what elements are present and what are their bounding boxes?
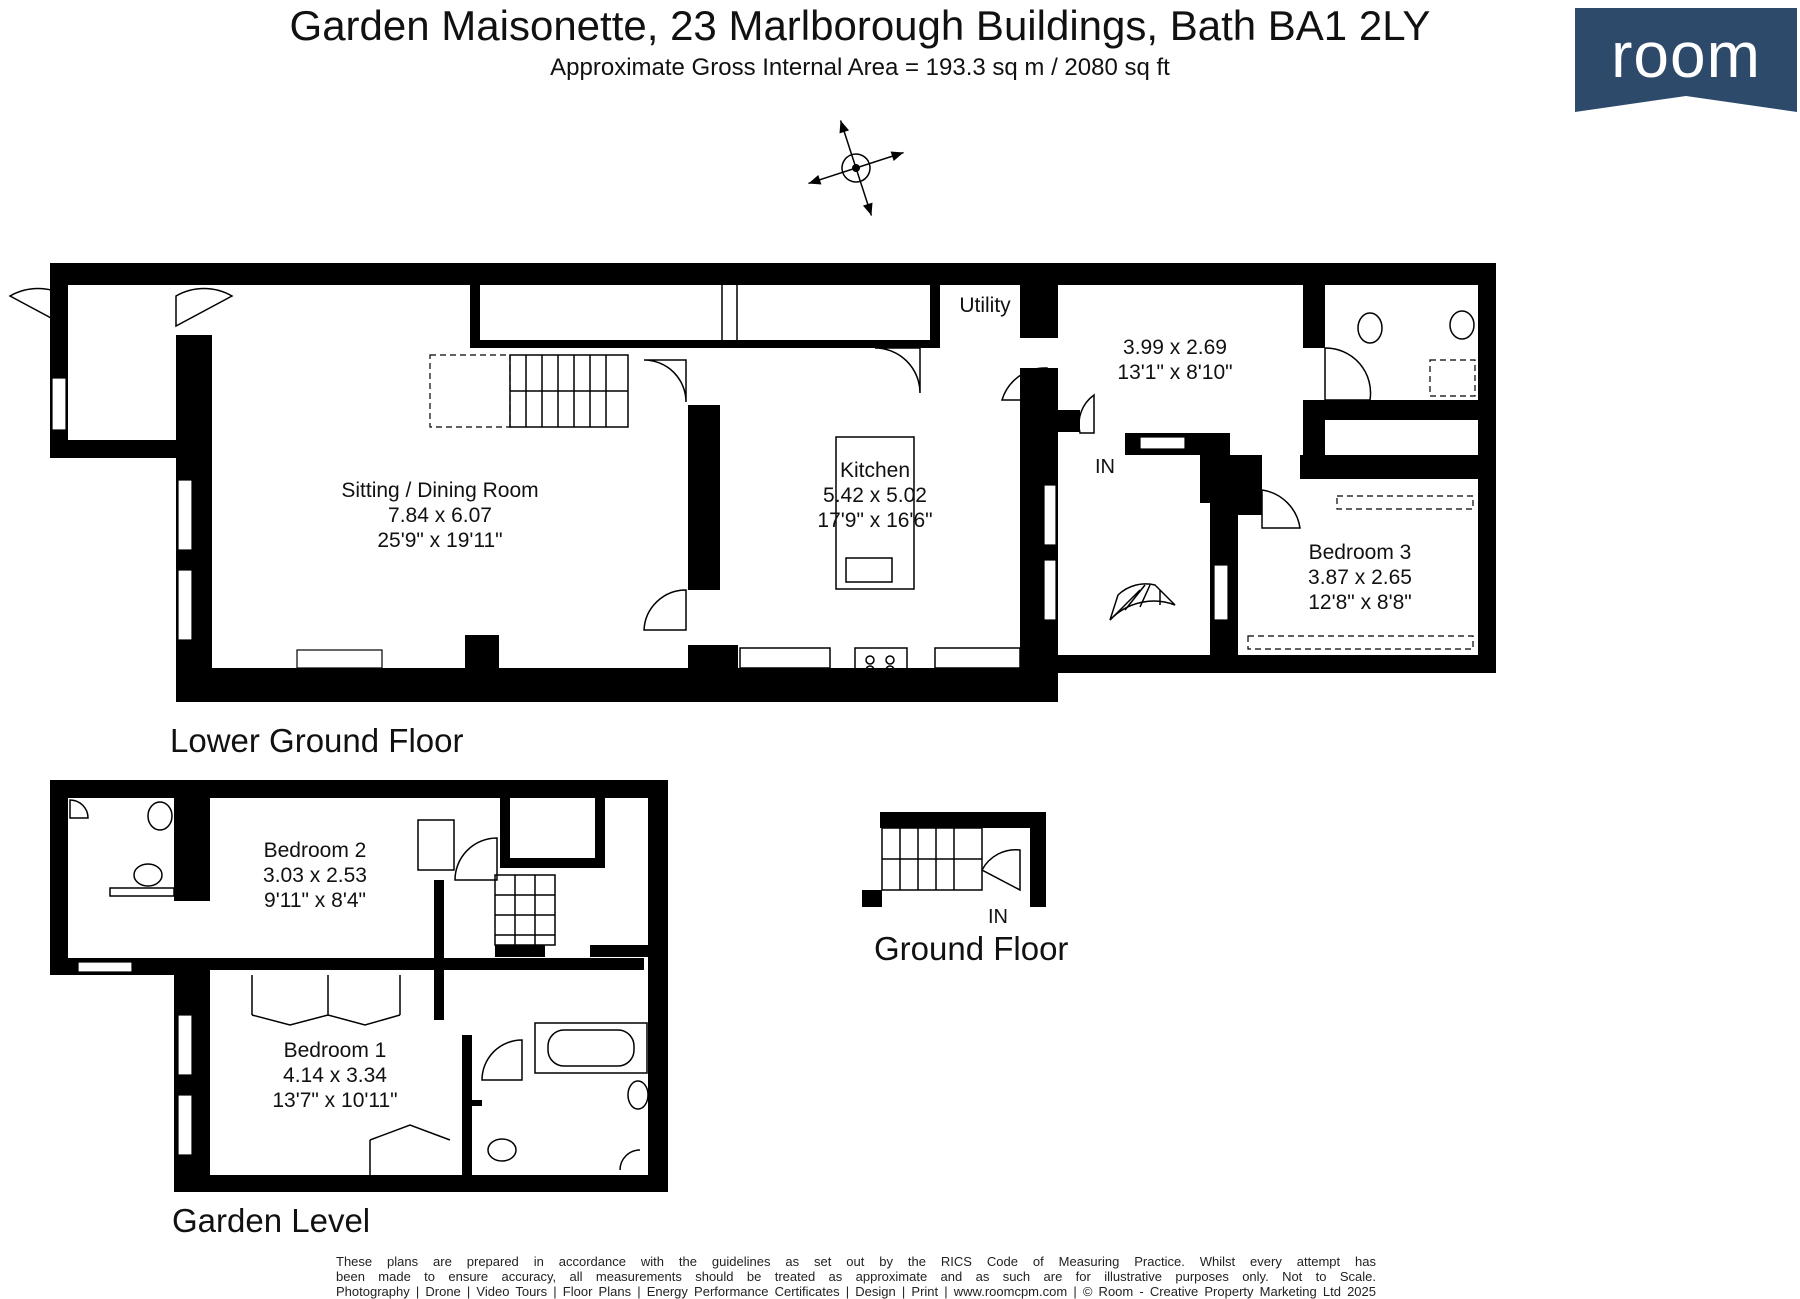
room-name: Utility xyxy=(959,294,1011,317)
room-name: Bedroom 2 xyxy=(263,839,367,862)
disclaimer-line: These plans are prepared in accordance w… xyxy=(336,1254,1376,1269)
room-bedroom-1: Bedroom 1 4.14 x 3.34 13'7" x 10'11" xyxy=(255,1038,415,1113)
room-imperial: 12'8" x 8'8" xyxy=(1308,591,1412,614)
floor-label-lower-ground: Lower Ground Floor xyxy=(170,722,464,759)
room-metric: 3.87 x 2.65 xyxy=(1308,566,1412,589)
logo-text: room xyxy=(1611,19,1761,91)
room-bedroom-2: Bedroom 2 3.03 x 2.53 9'11" x 8'4" xyxy=(240,838,390,913)
room-imperial: 13'1" x 8'10" xyxy=(1117,361,1233,384)
floor-label-ground: Ground Floor xyxy=(874,930,1069,967)
disclaimer-line: Photography | Drone | Video Tours | Floo… xyxy=(336,1284,1376,1299)
room-metric: 4.14 x 3.34 xyxy=(283,1064,387,1087)
room-kitchen: Kitchen 5.42 x 5.02 17'9" x 16'6" xyxy=(790,458,960,533)
room-name: Bedroom 1 xyxy=(283,1039,387,1062)
room-imperial: 25'9" x 19'11" xyxy=(377,529,503,552)
room-metric: 5.42 x 5.02 xyxy=(823,484,927,507)
room-utility: Utility xyxy=(945,293,1025,318)
entrance-in-lower: IN xyxy=(1095,456,1115,478)
room-bedroom-3: Bedroom 3 3.87 x 2.65 12'8" x 8'8" xyxy=(1290,540,1430,615)
room-imperial: 17'9" x 16'6" xyxy=(817,509,933,532)
lower-ground-floor-plan xyxy=(8,263,1496,702)
room-name: Kitchen xyxy=(839,459,911,482)
room-logo: room xyxy=(1575,8,1797,112)
room-metric: 7.84 x 6.07 xyxy=(388,504,492,527)
floor-label-garden: Garden Level xyxy=(172,1202,371,1239)
room-sitting-dining: Sitting / Dining Room 7.84 x 6.07 25'9" … xyxy=(310,478,570,553)
disclaimer-line: been made to ensure accuracy, all measur… xyxy=(336,1269,1376,1284)
room-imperial: 13'7" x 10'11" xyxy=(272,1089,398,1112)
plan-subtitle: Approximate Gross Internal Area = 193.3 … xyxy=(550,54,1170,81)
room-name: Bedroom 3 xyxy=(1308,541,1412,564)
room-name: Sitting / Dining Room xyxy=(341,479,539,502)
disclaimer: These plans are prepared in accordance w… xyxy=(336,1254,1376,1299)
compass-rose-icon xyxy=(808,120,904,216)
room-imperial: 9'11" x 8'4" xyxy=(264,889,366,912)
ground-floor-plan xyxy=(862,812,1046,907)
logo-banner-icon xyxy=(1575,8,1797,112)
entrance-in-ground: IN xyxy=(988,906,1008,928)
room-metric: 3.99 x 2.69 xyxy=(1123,336,1227,359)
room-metric: 3.03 x 2.53 xyxy=(263,864,367,887)
garden-level-plan xyxy=(50,780,668,1192)
plan-title: Garden Maisonette, 23 Marlborough Buildi… xyxy=(289,2,1431,49)
room-hall: 3.99 x 2.69 13'1" x 8'10" xyxy=(1100,335,1250,385)
